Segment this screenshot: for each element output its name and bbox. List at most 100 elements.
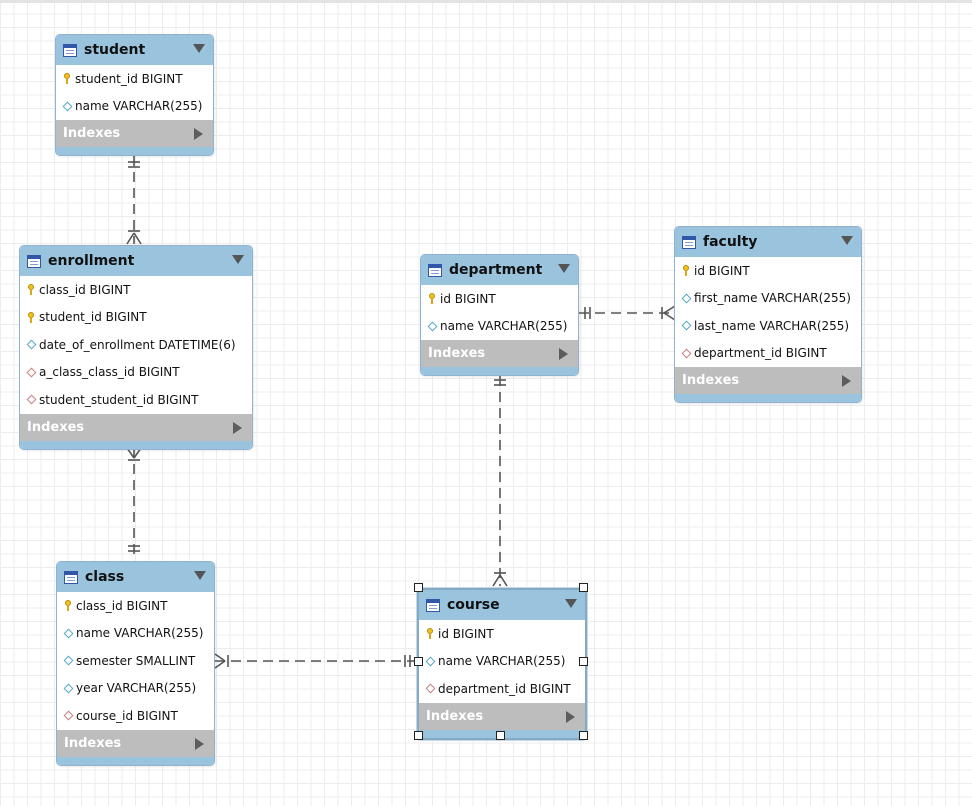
table-enrollment[interactable]: enrollment class_id BIGINT student_id BI… (19, 245, 253, 450)
triangle-down-icon[interactable] (565, 599, 577, 608)
resize-handle-bottom-left[interactable] (414, 731, 423, 740)
relationship-department-faculty (579, 305, 676, 321)
column-row[interactable]: name VARCHAR(255) (421, 312, 578, 340)
indexes-label: Indexes (63, 126, 121, 141)
table-header[interactable]: course (419, 590, 585, 620)
indexes-section[interactable]: Indexes (56, 120, 213, 147)
table-icon (426, 598, 440, 612)
triangle-right-icon[interactable] (842, 375, 851, 387)
diamond-icon (427, 321, 437, 332)
table-name: course (447, 597, 500, 613)
indexes-section[interactable]: Indexes (419, 702, 585, 730)
triangle-right-icon[interactable] (195, 737, 204, 750)
table-name: department (449, 262, 543, 278)
indexes-section[interactable]: Indexes (20, 413, 252, 441)
indexes-label: Indexes (426, 708, 484, 724)
column-row[interactable]: department_id BIGINT (419, 675, 585, 703)
column-row[interactable]: department_id BIGINT (675, 339, 861, 367)
indexes-section[interactable]: Indexes (57, 729, 214, 757)
resize-handle-middle-right[interactable] (579, 657, 588, 666)
indexes-section[interactable]: Indexes (421, 340, 578, 367)
column-row[interactable]: student_student_id BIGINT (20, 386, 252, 414)
column-row[interactable]: id BIGINT (419, 620, 585, 648)
triangle-down-icon[interactable] (558, 264, 570, 273)
fk-diamond-icon (63, 710, 73, 721)
table-student[interactable]: student student_id BIGINT name VARCHAR(2… (55, 34, 214, 156)
column-label: a_class_class_id BIGINT (39, 365, 180, 380)
column-label: department_id BIGINT (438, 681, 571, 696)
triangle-down-icon[interactable] (194, 571, 206, 580)
diamond-icon (425, 656, 435, 667)
column-row[interactable]: id BIGINT (675, 257, 861, 285)
triangle-down-icon[interactable] (193, 44, 205, 53)
indexes-label: Indexes (682, 373, 740, 388)
triangle-right-icon[interactable] (233, 421, 242, 434)
resize-handle-middle-left[interactable] (414, 657, 423, 666)
column-row[interactable]: name VARCHAR(255) (419, 647, 585, 675)
column-row[interactable]: last_name VARCHAR(255) (675, 312, 861, 340)
key-icon (28, 284, 34, 296)
table-icon (428, 263, 442, 277)
resize-handle-bottom-right[interactable] (579, 731, 588, 740)
column-row[interactable]: first_name VARCHAR(255) (675, 284, 861, 312)
table-class[interactable]: class class_id BIGINT name VARCHAR(255) … (56, 561, 215, 766)
column-label: student_student_id BIGINT (39, 392, 199, 407)
indexes-section[interactable]: Indexes (675, 367, 861, 394)
column-label: id BIGINT (438, 626, 494, 641)
triangle-right-icon[interactable] (566, 710, 575, 723)
column-row[interactable]: id BIGINT (421, 285, 578, 313)
key-icon (683, 265, 689, 277)
column-row[interactable]: semester SMALLINT (57, 647, 214, 675)
table-icon (63, 43, 77, 57)
column-row[interactable]: class_id BIGINT (20, 276, 252, 304)
resize-handle-top-left[interactable] (414, 583, 423, 592)
key-icon (429, 293, 435, 305)
relationship-class-course (214, 653, 418, 669)
column-row[interactable]: year VARCHAR(255) (57, 674, 214, 702)
table-course[interactable]: course id BIGINT name VARCHAR(255) depar… (417, 588, 587, 740)
table-header[interactable]: class (57, 562, 214, 592)
column-label: date_of_enrollment DATETIME(6) (39, 337, 236, 352)
triangle-down-icon[interactable] (232, 255, 244, 264)
fk-diamond-icon (26, 367, 36, 378)
triangle-right-icon[interactable] (559, 348, 568, 360)
column-label: department_id BIGINT (694, 346, 827, 361)
table-icon (27, 254, 41, 268)
table-icon (682, 235, 696, 249)
key-icon (28, 311, 34, 323)
resize-handle-bottom-center[interactable] (496, 731, 505, 740)
table-header[interactable]: student (56, 35, 213, 65)
table-header[interactable]: faculty (675, 227, 861, 257)
table-faculty[interactable]: faculty id BIGINT first_name VARCHAR(255… (674, 226, 862, 403)
table-footer (675, 394, 861, 402)
column-row[interactable]: student_id BIGINT (56, 65, 213, 93)
column-row[interactable]: name VARCHAR(255) (56, 92, 213, 120)
fk-diamond-icon (26, 394, 36, 405)
table-header[interactable]: enrollment (20, 246, 252, 276)
column-label: id BIGINT (440, 291, 496, 306)
column-row[interactable]: name VARCHAR(255) (57, 619, 214, 647)
column-label: name VARCHAR(255) (440, 319, 568, 334)
relationship-enrollment-class (126, 447, 142, 560)
triangle-right-icon[interactable] (194, 128, 203, 140)
diamond-icon (26, 339, 36, 350)
table-footer (56, 147, 213, 155)
triangle-down-icon[interactable] (841, 236, 853, 245)
table-name: faculty (703, 234, 758, 250)
table-name: enrollment (48, 253, 135, 269)
column-row[interactable]: course_id BIGINT (57, 702, 214, 730)
resize-handle-top-right[interactable] (579, 583, 588, 592)
column-label: class_id BIGINT (76, 598, 168, 613)
column-label: semester SMALLINT (76, 653, 196, 668)
indexes-label: Indexes (64, 735, 122, 751)
column-row[interactable]: a_class_class_id BIGINT (20, 358, 252, 386)
table-header[interactable]: department (421, 255, 578, 285)
column-label: student_id BIGINT (75, 71, 183, 86)
column-label: name VARCHAR(255) (76, 626, 204, 641)
table-department[interactable]: department id BIGINT name VARCHAR(255) I… (420, 254, 579, 376)
column-row[interactable]: student_id BIGINT (20, 303, 252, 331)
column-row[interactable]: class_id BIGINT (57, 592, 214, 620)
column-row[interactable]: date_of_enrollment DATETIME(6) (20, 331, 252, 359)
column-label: last_name VARCHAR(255) (694, 318, 850, 333)
